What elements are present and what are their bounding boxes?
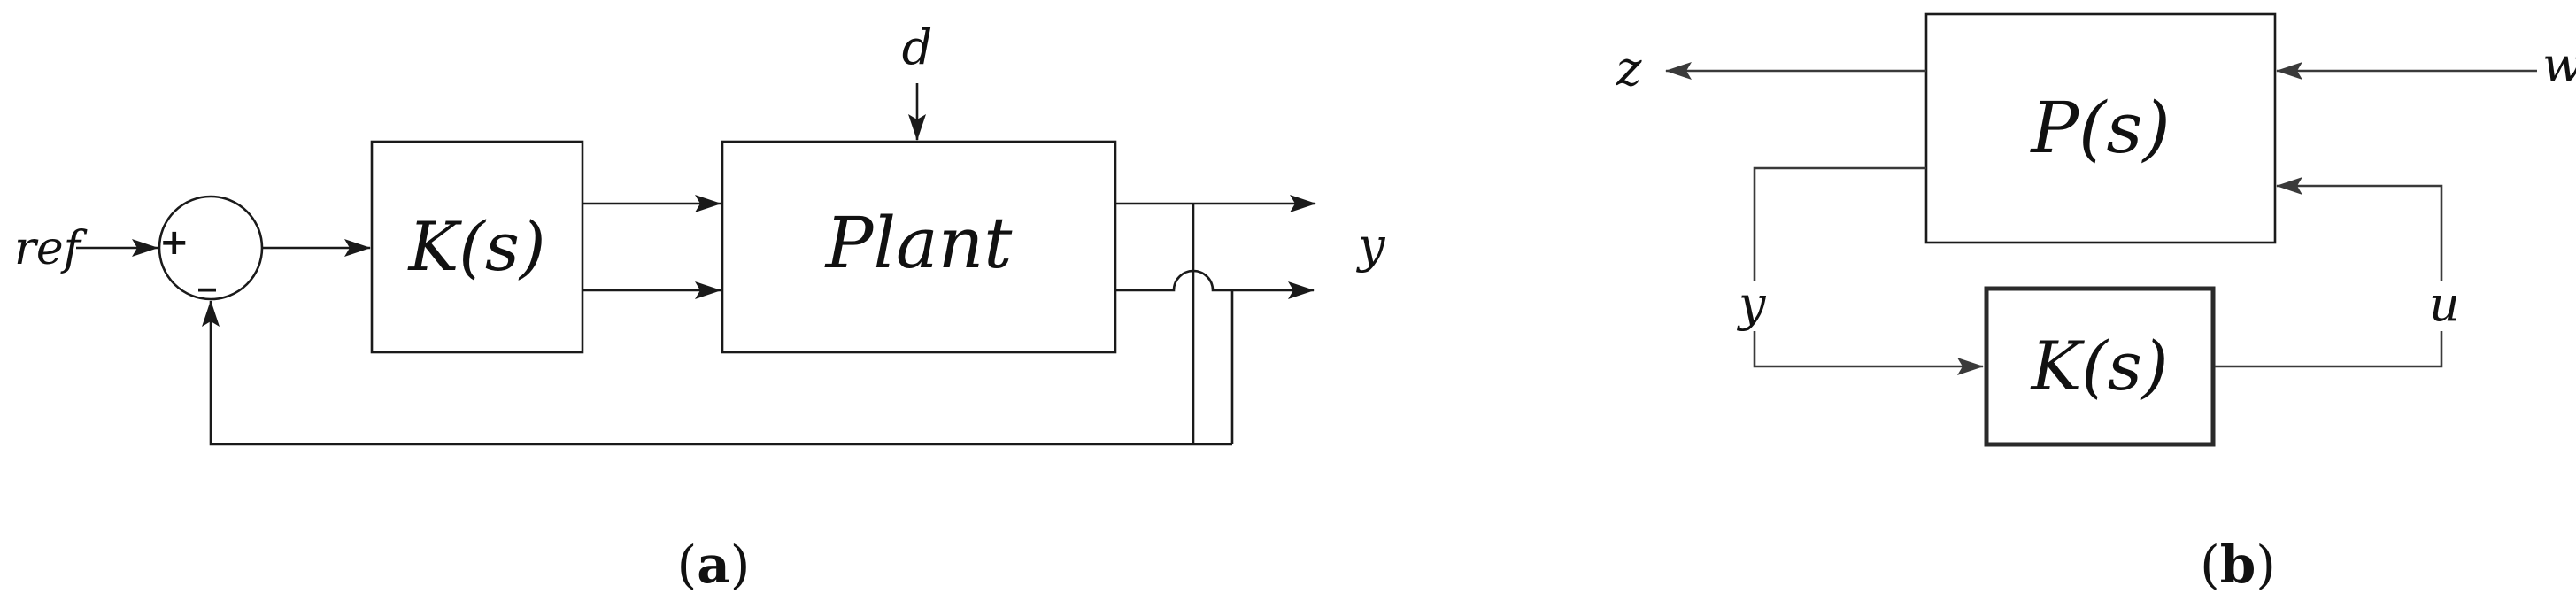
- feedback-return: [202, 300, 1232, 446]
- disturbance-label: d: [902, 19, 933, 75]
- y-label: y: [1737, 276, 1767, 332]
- output-label: y: [1356, 218, 1386, 274]
- generalized-plant-block: [1924, 12, 2277, 244]
- generalized-plant-label: P(s): [2029, 87, 2170, 169]
- y-line: [1753, 166, 1926, 281]
- z-label: z: [1616, 41, 1642, 96]
- plant-block: [721, 140, 1117, 354]
- controller-block-b: [1984, 286, 2216, 447]
- y-to-controller-arrow: [1753, 331, 1984, 375]
- u-line: [2215, 331, 2443, 368]
- panel-a: ref + _ K(s) d Plant y (a): [14, 19, 1386, 595]
- minus-sign: _: [198, 251, 216, 292]
- u-to-plant-arrow: [2276, 177, 2443, 281]
- output-arrow-2: [1115, 269, 1315, 299]
- plant-label: Plant: [824, 202, 1014, 284]
- controller-label-b: K(s): [2029, 327, 2168, 405]
- ref-label: ref: [14, 222, 88, 275]
- panel-b: P(s) z w y K(s) u (b): [1616, 12, 2576, 595]
- plus-sign: +: [159, 222, 189, 263]
- u-label: u: [2429, 276, 2460, 332]
- w-label: w: [2542, 37, 2576, 93]
- caption-a: (a): [677, 535, 751, 595]
- caption-b: (b): [2200, 535, 2276, 595]
- controller-label: K(s): [406, 207, 545, 286]
- controller-block: [370, 140, 584, 354]
